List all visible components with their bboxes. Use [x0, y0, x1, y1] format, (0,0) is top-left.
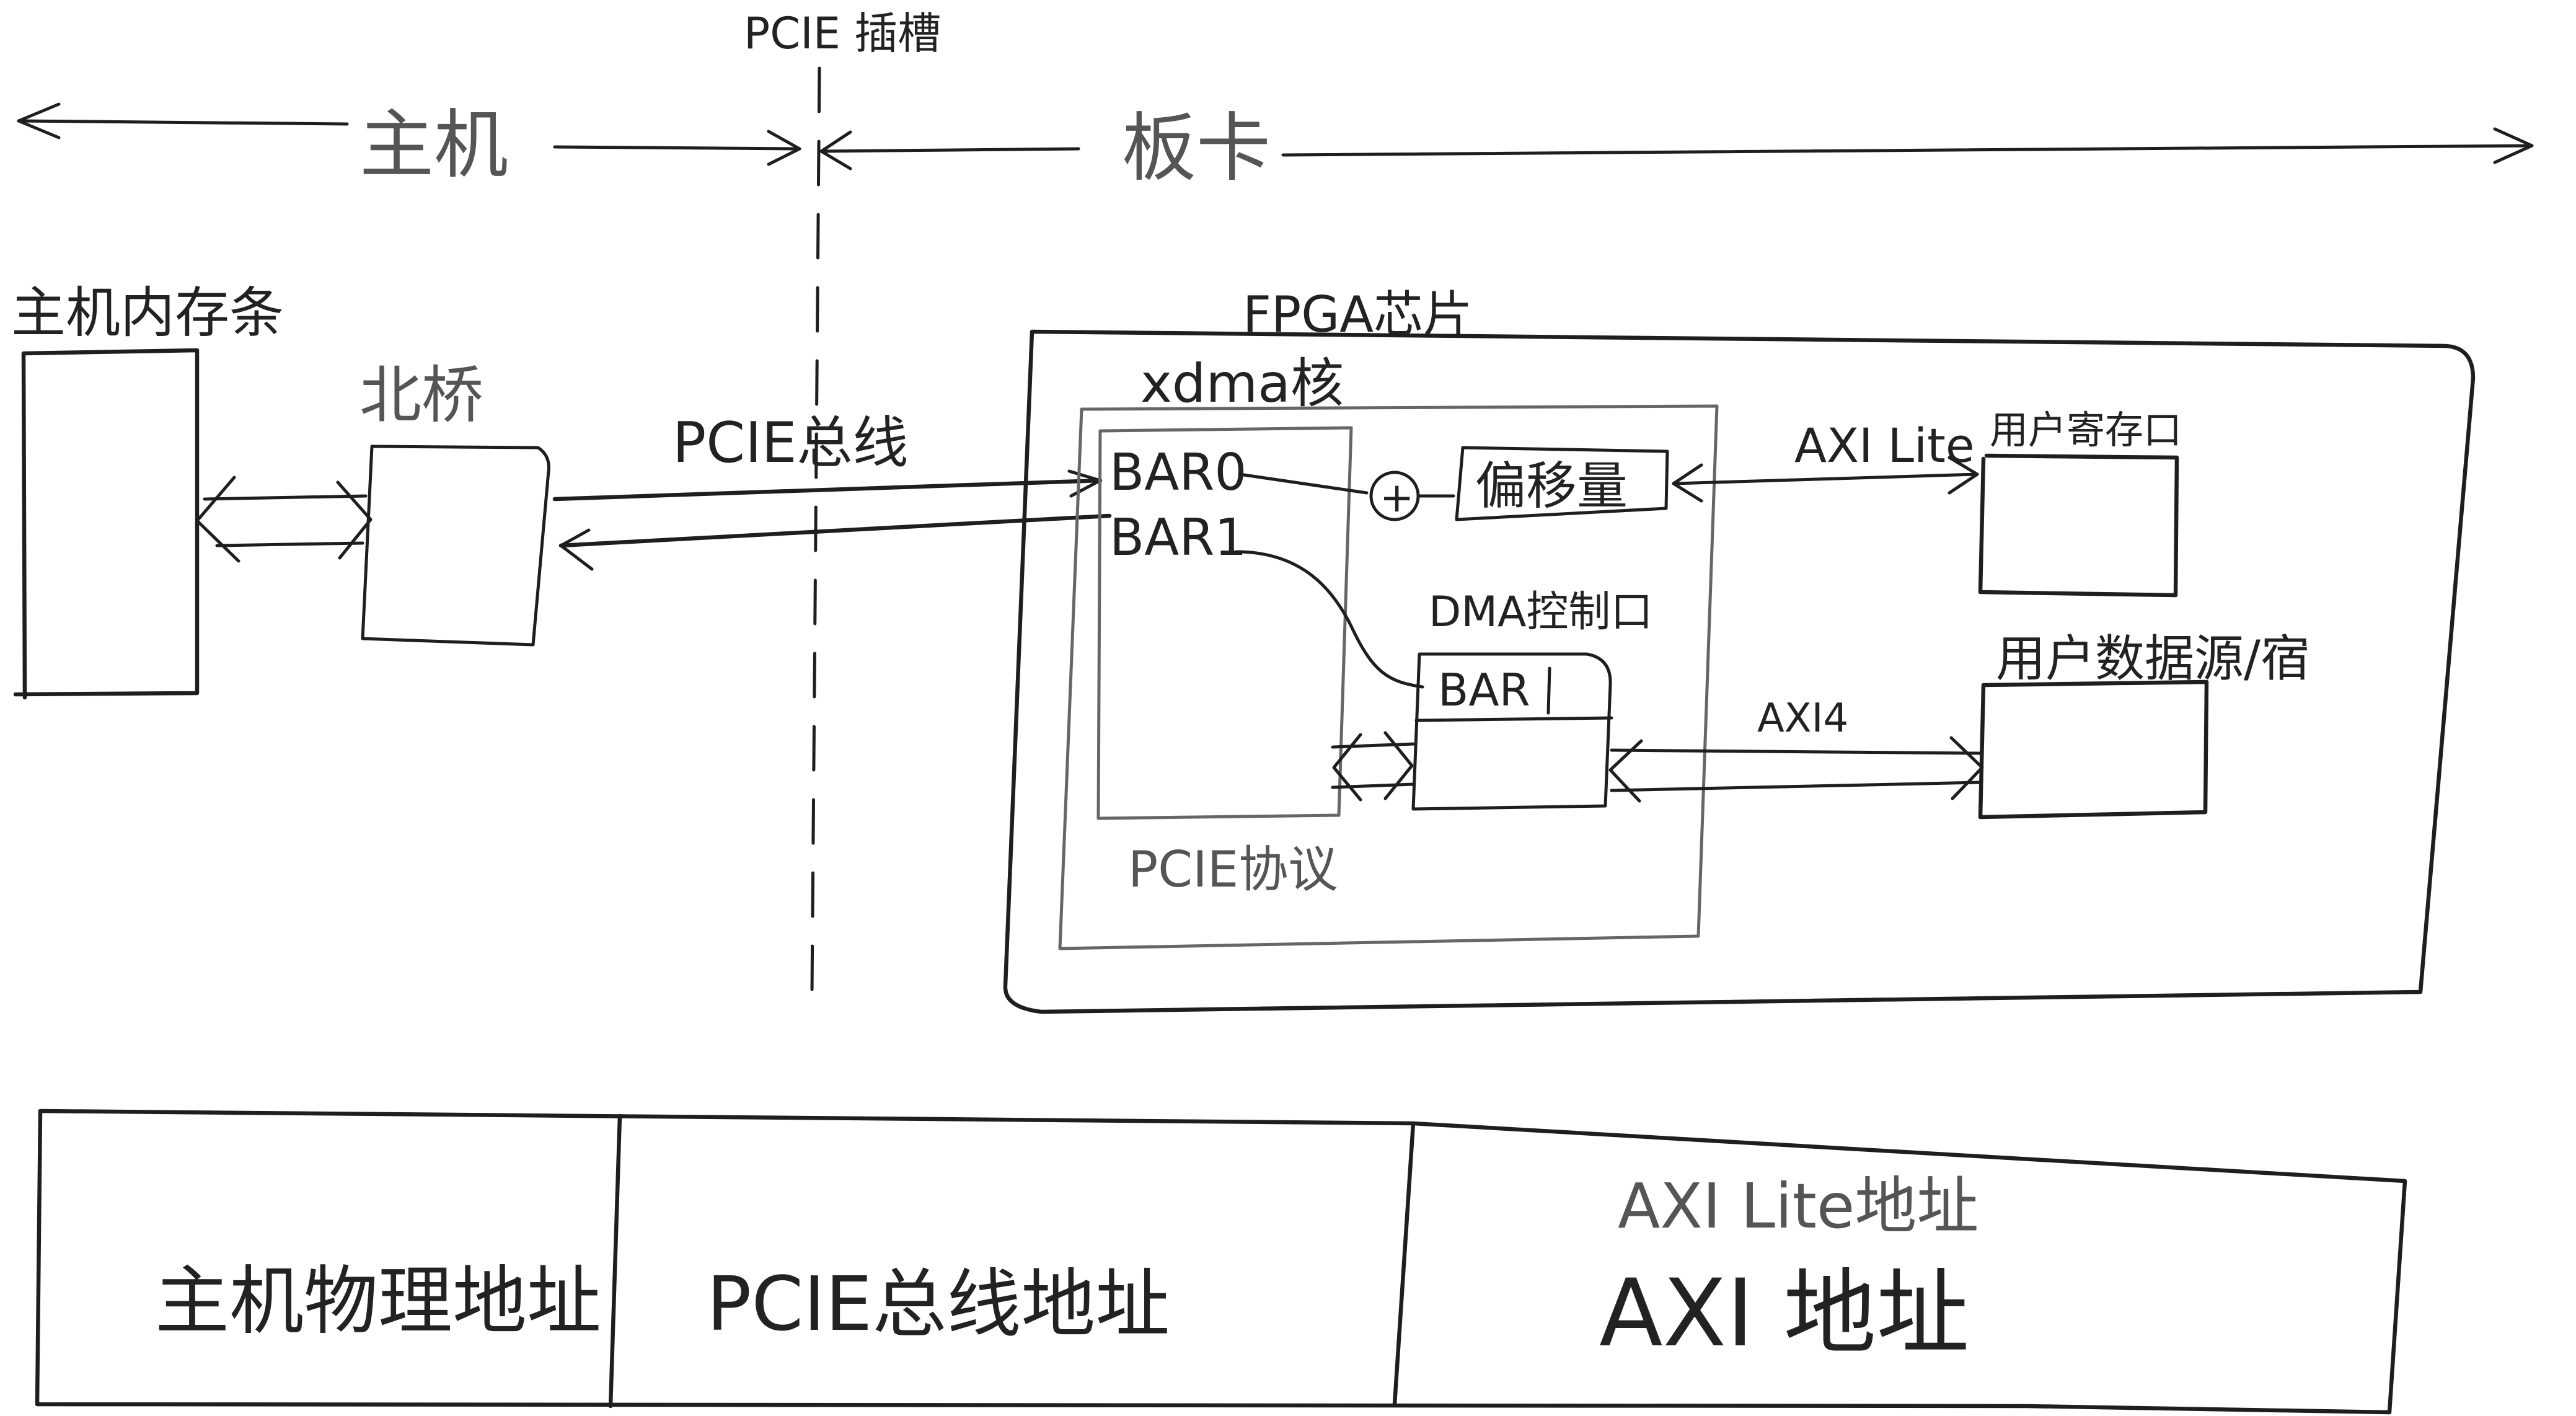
host-memory-box: [13, 348, 200, 700]
memory-northbridge-arrow: [195, 476, 373, 563]
board-label: 板卡: [1122, 105, 1271, 192]
pcie-protocol-label: PCIE协议: [1128, 841, 1338, 898]
axi4-link-label: AXI4: [1757, 696, 1848, 741]
axi-lite-link-label: AXI Lite: [1794, 418, 1975, 473]
bar0-to-adder-line: [1238, 472, 1369, 495]
host-memory-label: 主机内存条: [11, 281, 284, 345]
axi-address: AXI 地址: [1599, 1260, 1969, 1368]
address-divider-1: [608, 1113, 622, 1409]
offset-box: [1455, 446, 1669, 521]
pcie-bus-address: PCIE总线地址: [707, 1262, 1170, 1348]
user-data-box: [1978, 679, 2209, 820]
dma-ctrl-divider: [1414, 716, 1613, 722]
address-divider-2: [1392, 1121, 1416, 1407]
axi-lite-link-arrow: [1672, 456, 1979, 503]
host-physical-address: 主机物理地址: [155, 1259, 601, 1345]
protocol-dma-arrow: [1331, 731, 1415, 802]
dma-ctrl-label: DMA控制口: [1429, 588, 1653, 637]
pcie-protocol-box: [1096, 426, 1353, 820]
bar1-to-dma-curve: [1235, 550, 1424, 689]
pcie-bus-lines: [552, 469, 1112, 571]
slot-label: PCIE 插槽: [744, 8, 941, 59]
axi-lite-address: AXI Lite地址: [1618, 1170, 1978, 1242]
dma-ctrl-box: [1411, 652, 1612, 811]
northbridge-label: 北桥: [359, 359, 483, 431]
user-register-label: 用户寄存口: [1990, 407, 2182, 453]
host-label: 主机: [359, 102, 508, 188]
fpga-chip-box: [1003, 329, 2476, 1014]
header-arrow: [17, 102, 2534, 170]
bar0-label: BAR0: [1109, 443, 1247, 502]
bar1-label: BAR1: [1109, 508, 1247, 567]
dma-bar-label: BAR: [1438, 664, 1530, 716]
xdma-core-label: xdma核: [1140, 353, 1344, 415]
offset-label: 偏移量: [1475, 457, 1628, 516]
user-register-box: [1978, 453, 2179, 598]
user-data-label: 用户数据源/宿: [1996, 630, 2310, 688]
dma-bar-tick: [1546, 666, 1551, 715]
northbridge-box: [361, 445, 550, 647]
pcie-bus-label: PCIE总线: [673, 410, 909, 476]
axi4-link-arrow: [1608, 736, 1984, 803]
adder-symbol: +: [1380, 474, 1414, 521]
xdma-core-box: [1058, 404, 1719, 950]
